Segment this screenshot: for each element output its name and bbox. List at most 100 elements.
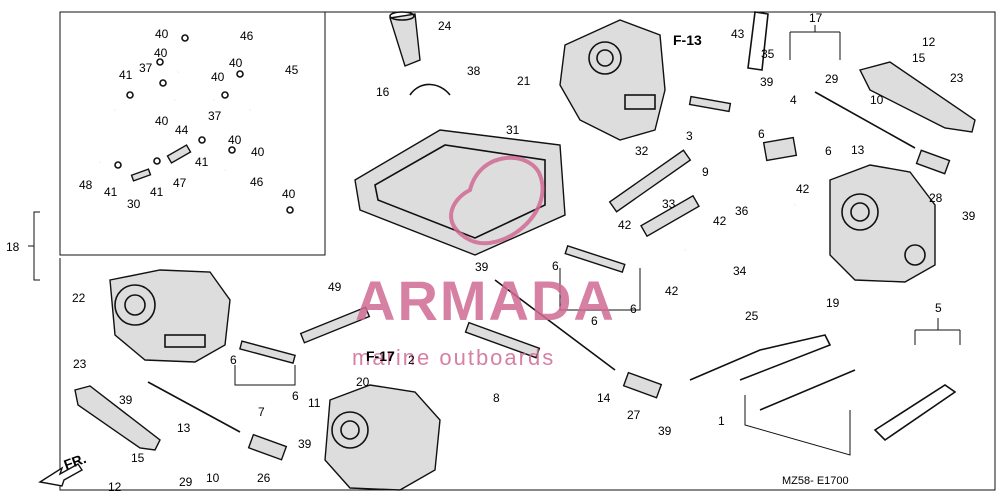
joint-28 [915, 149, 951, 175]
callout-28: 28 [929, 191, 943, 205]
callout-16: 16 [376, 85, 390, 99]
pipe-3 [688, 95, 732, 113]
shaft-13-right [814, 91, 916, 149]
carburetor-21 [559, 19, 666, 141]
bracket-6-left [234, 365, 296, 386]
link-5 [873, 384, 957, 442]
joint-27 [622, 371, 663, 399]
callout-42c: 42 [618, 218, 632, 232]
callout-39b: 39 [962, 209, 976, 223]
callout-40b: 40 [154, 46, 168, 60]
callout-46a: 46 [240, 29, 254, 43]
bracket-17 [789, 25, 841, 60]
callout-15b: 15 [131, 451, 145, 465]
callout-18: 18 [6, 240, 20, 254]
inset-frame-hoses [59, 11, 326, 256]
funnel-24 [389, 11, 421, 67]
callout-40e: 40 [155, 114, 169, 128]
callout-6f: 6 [230, 353, 237, 367]
bracket-5 [914, 318, 961, 345]
hose-46-top [176, 36, 223, 74]
callout-42d: 42 [665, 284, 679, 298]
main-frame [59, 11, 996, 491]
callout-15a: 15 [912, 51, 926, 65]
callout-46b: 46 [250, 175, 264, 189]
callout-40a: 40 [155, 27, 169, 41]
hose-34 [684, 204, 797, 252]
callout-35: 35 [761, 47, 775, 61]
hose-33 [640, 194, 700, 238]
callout-29b: 29 [179, 475, 193, 489]
callout-25: 25 [745, 309, 759, 323]
callout-29a: 29 [825, 72, 839, 86]
carburetor-22 [109, 269, 231, 363]
hose-46-bottom [216, 168, 281, 231]
callout-42a: 42 [796, 182, 810, 196]
callout-27: 27 [627, 408, 641, 422]
direction-label: FR. [62, 450, 89, 473]
bracket-18 [28, 211, 40, 281]
callout-3: 3 [686, 129, 693, 143]
hose-44 [173, 98, 215, 108]
callout-26: 26 [257, 471, 271, 485]
callout-13a: 13 [851, 143, 865, 157]
callout-4: 4 [790, 93, 797, 107]
callout-39a: 39 [760, 75, 774, 89]
callout-36: 36 [735, 204, 749, 218]
callout-10b: 10 [206, 471, 220, 485]
bracket-1 [744, 395, 851, 456]
callouts: 1 2 3 4 5 6 6 6 6 6 6 6 7 8 9 10 10 11 1… [6, 11, 976, 494]
callout-11: 11 [308, 396, 321, 410]
hose-48 [88, 108, 116, 164]
callout-33: 33 [662, 197, 676, 211]
callout-10a: 10 [870, 93, 884, 107]
watermark-tagline: marine outboards [352, 345, 555, 370]
callout-24: 24 [438, 19, 452, 33]
hose-16 [409, 83, 451, 96]
callout-12b: 12 [108, 480, 122, 494]
callout-38: 38 [467, 64, 481, 78]
direction-arrow: FR. [38, 450, 89, 487]
bracket-6-right [559, 268, 641, 311]
callout-44: 44 [175, 123, 189, 137]
callout-12a: 12 [922, 35, 936, 49]
callout-30: 30 [127, 197, 141, 211]
callout-21: 21 [517, 74, 531, 88]
drawing-code: MZ58- E1700 [782, 475, 849, 487]
callout-13b: 13 [177, 421, 191, 435]
callout-41a: 41 [119, 68, 133, 82]
pipe-4 [762, 136, 798, 162]
callout-39c: 39 [475, 260, 489, 274]
callout-32: 32 [635, 144, 649, 158]
pipe-6-group [564, 245, 626, 273]
callout-40f: 40 [228, 133, 242, 147]
callout-5: 5 [935, 301, 942, 315]
callout-49: 49 [328, 280, 342, 294]
callout-6g: 6 [292, 389, 299, 403]
joint-26 [247, 433, 288, 461]
callout-14: 14 [597, 391, 611, 405]
link-25 [689, 334, 832, 381]
callout-31: 31 [506, 123, 520, 137]
callout-17: 17 [809, 11, 823, 25]
pipe-49 [299, 306, 371, 344]
callout-23a: 23 [950, 71, 964, 85]
callout-47: 47 [173, 176, 187, 190]
rod-1 [759, 369, 856, 411]
callout-45: 45 [285, 63, 299, 77]
callout-40g: 40 [251, 145, 265, 159]
ref-f13: F-13 [673, 32, 702, 48]
callout-6a: 6 [758, 127, 765, 141]
rod-35-43 [747, 11, 769, 71]
callout-42b: 42 [713, 214, 727, 228]
callout-23b: 23 [73, 357, 87, 371]
callout-43: 43 [731, 27, 745, 41]
callout-7: 7 [258, 405, 265, 419]
callout-6d: 6 [591, 314, 598, 328]
shaft-13-left [147, 381, 241, 433]
shaft-14 [494, 279, 616, 371]
callout-6e: 6 [630, 302, 637, 316]
callout-39e: 39 [298, 437, 312, 451]
